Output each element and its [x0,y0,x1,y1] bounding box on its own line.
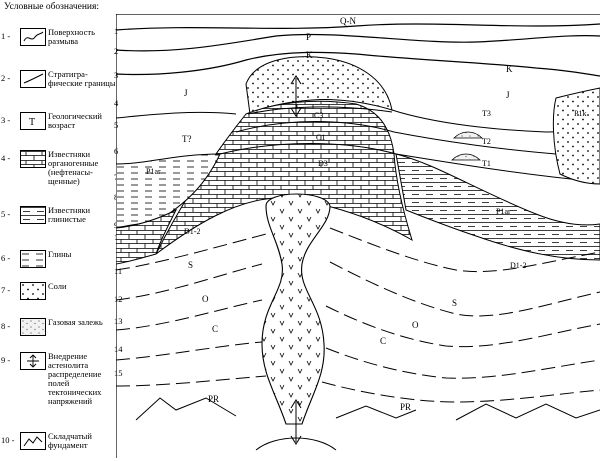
gas-lens-2 [452,154,480,160]
salt-icon [20,282,46,300]
label-j-left: J [184,88,188,98]
clay-icon [20,250,46,268]
label-d12-right: D1-2 [510,261,526,270]
legend-item-label: Внедрение астенолита распределение полей… [48,352,118,406]
legend-item-label: Геологический возраст [48,112,118,130]
legend-item-number: 1 - [1,31,10,41]
label-qn: Q-N [340,16,356,26]
boundary-dashed-2 [116,262,600,316]
legend-item-label: Глины [48,250,118,259]
label-p1ar-right: P1ar [496,207,511,216]
legend-item-number: 4 - [1,153,10,163]
asthenolith-icon [20,352,46,370]
boundary-left-1 [116,112,236,118]
label-p1k: P1k [574,109,586,118]
legend-item-number: 8 - [1,321,10,331]
boundary-2 [116,34,600,50]
label-c-left: C [212,324,218,334]
folded-basement-icon [20,432,46,450]
legend-item-label: Соли [48,282,118,291]
label-c-right: C [380,336,386,346]
label-p: P [306,32,311,42]
legend-item-number: 5 - [1,209,10,219]
strat-boundary-icon [20,70,46,88]
boundary-dashed-4 [116,342,600,378]
legend-item-label: Поверхность размыва [48,28,118,46]
asthenolith-body [262,194,330,424]
legend-item-number: 2 - [1,73,10,83]
gas-deposit-icon [20,318,46,336]
legend-item-label: Стратигра-фические границы [48,70,118,88]
label-pr-left: PR [208,394,219,404]
salt-right [553,88,600,184]
label-t1: T1 [482,159,491,168]
label-o-right: O [412,320,419,330]
label-k-top: K [306,50,313,60]
organogenic-limestone-icon [20,150,46,168]
legend-item-number: 3 - [1,115,10,125]
label-p1ar-left: P1ar [146,167,161,176]
folded-basement-lines [136,398,600,420]
legend-title: Условные обозначения: [4,2,99,12]
clayey-limestone-icon [20,206,46,224]
label-s-right: S [452,298,457,308]
boundary-1 [116,24,600,30]
label-t3: T3 [482,109,491,118]
geological-cross-section: Q-N P K K J J T? T3 T2 T1 C3 C1 D3 P1ar … [116,14,600,458]
legend-item-number: 6 - [1,253,10,263]
legend-item-label: Известняки глинистые [48,206,118,224]
legend-item-label: Газовая залежь [48,318,118,327]
gas-lens-1 [454,132,482,138]
label-c1: C1 [316,133,325,142]
legend-item-label: Складчатый фундамент [48,432,118,450]
boundary-dashed-3 [116,300,600,347]
label-d12-left: D1-2 [184,227,200,236]
label-k-right: K [506,64,513,74]
erosion-surface-icon [20,28,46,46]
label-pr-right: PR [400,402,411,412]
label-t-left: T? [182,134,192,144]
label-s-left: S [188,260,193,270]
legend-item-number: 9 - [1,355,10,365]
legend-item-number: 10 - [1,435,14,445]
label-t2: T2 [482,137,491,146]
svg-text:T: T [29,117,35,128]
label-c3: C3 [314,111,323,120]
legend-item-number: 7 - [1,285,10,295]
label-o-left: O [202,294,209,304]
geo-age-icon: T [20,112,46,130]
label-d3: D3 [318,159,328,168]
legend-item-label: Известняки органогенные (нефтенасы-щенны… [48,150,118,186]
label-j-right: J [506,90,510,100]
boundary-dashed-5 [116,376,600,402]
